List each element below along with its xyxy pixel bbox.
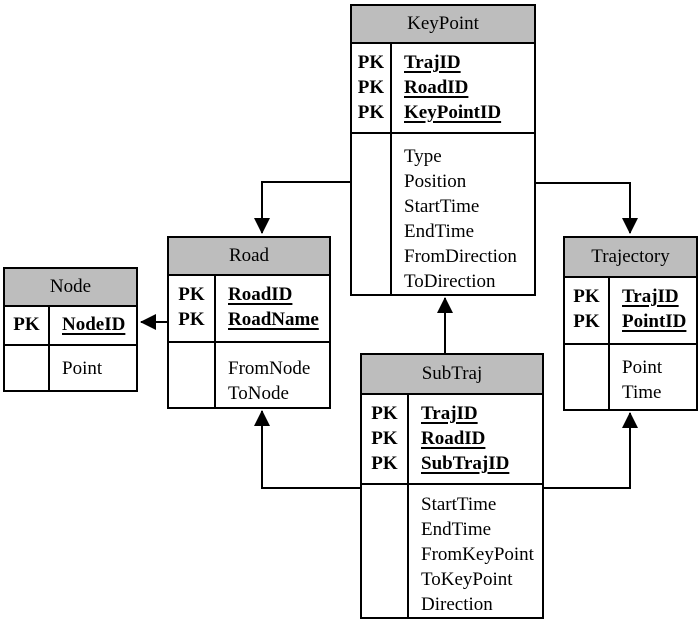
pk-field: PointID bbox=[622, 311, 687, 332]
field: Point bbox=[62, 358, 103, 379]
pk-field-column: RoadID RoadName bbox=[216, 276, 329, 341]
pk-label: PK bbox=[371, 428, 398, 449]
entity-trajectory-title: Trajectory bbox=[565, 238, 696, 278]
pk-field: KeyPointID bbox=[404, 102, 502, 123]
field: EndTime bbox=[404, 221, 475, 242]
entity-keypoint: KeyPoint PK PK PK TrajID RoadID KeyPointID T… bbox=[350, 4, 536, 296]
pk-label: PK bbox=[357, 77, 385, 98]
pk-field: SubTrajID bbox=[421, 453, 510, 474]
pk-label-column: PK PK PK bbox=[362, 395, 409, 483]
pk-label-column: PK PK PK bbox=[352, 44, 392, 132]
field: FromDirection bbox=[404, 246, 517, 267]
arrow-keypoint-to-road bbox=[254, 181, 351, 234]
field: FromKeyPoint bbox=[421, 544, 534, 565]
field: EndTime bbox=[421, 519, 492, 540]
entity-node-body-section: Point bbox=[5, 346, 136, 390]
pk-label-column-empty bbox=[565, 345, 610, 409]
field: FromNode bbox=[228, 358, 311, 379]
entity-subtraj-pk-section: PK PK PK TrajID RoadID SubTrajID bbox=[362, 395, 542, 485]
field: Type bbox=[404, 146, 442, 167]
entity-node: Node PK NodeID Point bbox=[3, 267, 138, 392]
field: ToKeyPoint bbox=[421, 569, 513, 590]
arrow-subtraj-to-trajectory bbox=[543, 412, 638, 489]
pk-field: RoadID bbox=[421, 428, 486, 449]
field: ToDirection bbox=[404, 271, 496, 292]
pk-field: TrajID bbox=[404, 52, 461, 73]
pk-label: PK bbox=[178, 309, 205, 330]
field: StartTime bbox=[421, 494, 497, 515]
entity-node-title: Node bbox=[5, 269, 136, 307]
pk-label: PK bbox=[357, 102, 385, 123]
field: ToNode bbox=[228, 383, 289, 404]
field: Position bbox=[404, 171, 467, 192]
pk-label-column: PK bbox=[5, 307, 50, 344]
pk-label-column-empty bbox=[352, 134, 392, 294]
pk-label-column-empty bbox=[5, 346, 50, 390]
pk-label-column-empty bbox=[169, 343, 216, 407]
entity-trajectory-pk-section: PK PK TrajID PointID bbox=[565, 278, 696, 345]
pk-field: NodeID bbox=[62, 314, 126, 335]
pk-field: TrajID bbox=[421, 403, 478, 424]
field: StartTime bbox=[404, 196, 480, 217]
pk-field-column: TrajID RoadID KeyPointID bbox=[392, 44, 534, 132]
field: Point bbox=[622, 357, 663, 378]
field: Time bbox=[622, 382, 662, 403]
field-column: Point bbox=[50, 346, 136, 390]
pk-label-column: PK PK bbox=[565, 278, 610, 343]
pk-label-column: PK PK bbox=[169, 276, 216, 341]
pk-label: PK bbox=[573, 311, 600, 332]
pk-label: PK bbox=[573, 286, 600, 307]
pk-field-column: TrajID RoadID SubTrajID bbox=[409, 395, 542, 483]
pk-label: PK bbox=[371, 403, 398, 424]
pk-label: PK bbox=[357, 52, 385, 73]
pk-field: RoadID bbox=[404, 77, 469, 98]
arrow-keypoint-to-trajectory bbox=[535, 182, 638, 234]
pk-field: TrajID bbox=[622, 286, 679, 307]
entity-subtraj-title: SubTraj bbox=[362, 355, 542, 395]
arrow-subtraj-to-road bbox=[254, 410, 360, 489]
field: Direction bbox=[421, 594, 493, 615]
entity-keypoint-title: KeyPoint bbox=[352, 6, 534, 44]
pk-field-column: TrajID PointID bbox=[610, 278, 696, 343]
entity-road-pk-section: PK PK RoadID RoadName bbox=[169, 276, 329, 343]
entity-keypoint-pk-section: PK PK PK TrajID RoadID KeyPointID bbox=[352, 44, 534, 134]
pk-field-column: NodeID bbox=[50, 307, 136, 344]
entity-road-title: Road bbox=[169, 238, 329, 276]
pk-label: PK bbox=[178, 284, 205, 305]
pk-field: RoadName bbox=[228, 309, 319, 330]
pk-label: PK bbox=[13, 314, 40, 335]
pk-label: PK bbox=[371, 453, 398, 474]
entity-node-pk-section: PK NodeID bbox=[5, 307, 136, 346]
pk-label-column-empty bbox=[362, 485, 409, 617]
entity-subtraj: SubTraj PK PK PK TrajID RoadID SubTrajID Sta… bbox=[360, 353, 544, 619]
pk-field: RoadID bbox=[228, 284, 293, 305]
